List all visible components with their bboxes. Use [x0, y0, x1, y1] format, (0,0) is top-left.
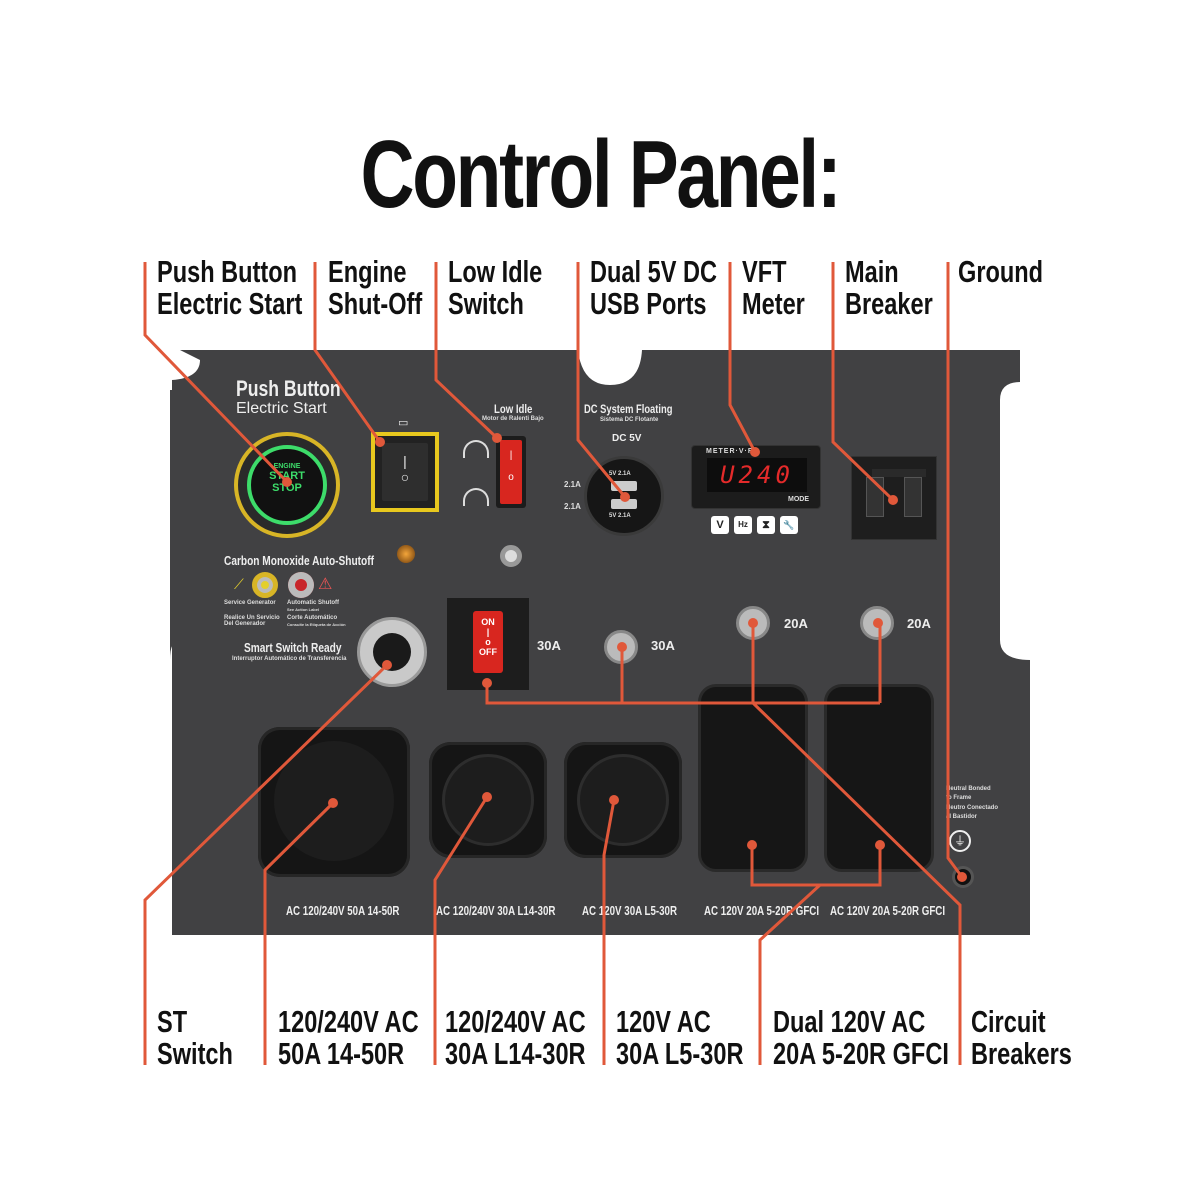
hertz-icon: Hz: [734, 516, 752, 534]
rocker-on-label: ON: [481, 617, 495, 627]
dc-outlet[interactable]: [500, 545, 522, 567]
usb-label-1: 2.1A: [564, 480, 581, 489]
dc-title: DC System Floating: [584, 402, 673, 416]
smart-switch-label: Smart Switch Ready: [244, 640, 342, 655]
callout-line-gfci: [758, 883, 822, 1065]
usb-port-text-2: 5V 2.1A: [609, 513, 631, 519]
callout-line-engine-shutoff: [313, 262, 382, 443]
voltage-icon: V: [711, 516, 729, 534]
callout-ground: Ground: [958, 254, 1044, 289]
meter-display: U240: [707, 458, 807, 492]
smart-switch-label-es: Interruptor Automático de Transferencia: [232, 656, 347, 662]
callout-line-st-switch: [143, 663, 389, 1065]
usb-port-2[interactable]: [611, 499, 637, 509]
gauge-slow-icon: [463, 488, 489, 506]
start-label-stop: STOP: [272, 482, 302, 494]
co-shutoff-light: [288, 572, 314, 598]
meter-label: METER·V·F: [706, 448, 754, 455]
push-button-title: Push Button: [236, 376, 341, 401]
main-breaker[interactable]: [851, 456, 937, 540]
callout-line-l14: [433, 796, 489, 1065]
start-label-engine: ENGINE: [273, 463, 301, 470]
usb-port-1[interactable]: [611, 481, 637, 491]
low-idle-label-es: Motor de Ralenti Bajo: [482, 416, 544, 422]
ground-text-3: Neutro Conectado: [946, 805, 999, 811]
co-auto-sub-es: Consulte la Etiqueta de Acción: [287, 622, 346, 627]
co-service-light: [252, 572, 278, 598]
co-service-label-es: Realice Un Servicio Del Generador: [224, 615, 280, 627]
callout-line-gfci-bar: [750, 845, 882, 887]
callout-line-main-breaker: [831, 262, 895, 502]
outlet-label-l5-30r: AC 120V 30A L5-30R: [582, 903, 678, 918]
breaker-30a-label-1: 30A: [537, 638, 561, 653]
callout-line-50a: [263, 801, 335, 1065]
callout-line-low-idle: [434, 262, 499, 440]
callout-line-breaker-bus: [485, 683, 880, 705]
wrench-icon: ⟋: [234, 576, 244, 592]
st-switch-connector[interactable]: [357, 617, 427, 687]
callout-line-push-button: [143, 262, 289, 484]
callout-line-meter: [728, 262, 757, 453]
usb-port-text-1: 5V 2.1A: [609, 471, 631, 477]
outlet-l5-30r[interactable]: [564, 742, 682, 858]
callout-line-usb: [576, 262, 627, 498]
breaker-30a-label-2: 30A: [651, 638, 675, 653]
push-button-subtitle: Electric Start: [236, 400, 327, 417]
co-auto-label: Automatic Shutoff: [287, 600, 339, 606]
co-title: Carbon Monoxide Auto-Shutoff: [224, 553, 375, 568]
co-auto-label-es: Corte Automático: [287, 615, 338, 621]
gauge-fast-icon: [463, 440, 489, 458]
rocker-off-label: OFF: [479, 647, 497, 657]
outlet-label-l14-30r: AC 120/240V 30A L14-30R: [436, 903, 556, 918]
dc-title-es: Sistema DC Flotante: [600, 417, 659, 423]
usb-label-2: 2.1A: [564, 502, 581, 511]
page-title: Control Panel:: [360, 121, 842, 228]
co-service-label: Service Generator: [224, 600, 276, 606]
hourglass-icon: ⧗: [757, 516, 775, 534]
ground-symbol-icon: ⏚: [949, 830, 971, 852]
engine-shutoff-switch[interactable]: |○: [371, 432, 439, 512]
ground-text-2: to Frame: [946, 795, 972, 801]
ground-text-4: al Bastidor: [946, 814, 978, 820]
low-idle-switch[interactable]: |o: [496, 436, 526, 508]
co-auto-sub: See Action Label: [287, 607, 320, 612]
wrench-icon: 🔧: [780, 516, 798, 534]
co-indicator-light: [397, 545, 415, 563]
outlet-label-gfci-2: AC 120V 20A 5-20R GFCI: [830, 903, 946, 918]
usb-ports[interactable]: 5V 2.1A 5V 2.1A: [584, 456, 664, 536]
vft-meter: METER·V·F U240 MODE: [691, 445, 821, 509]
callout-line-l5: [602, 799, 616, 1065]
breaker-20a-label-1: 20A: [784, 616, 808, 631]
battery-icon: ▭: [398, 417, 409, 429]
ground-text-1: Neutral Bonded: [946, 786, 991, 792]
meter-mode-button[interactable]: MODE: [788, 496, 809, 503]
low-idle-label: Low Idle: [494, 402, 533, 416]
callout-line-ground: [946, 262, 964, 878]
outlet-label-14-50r: AC 120/240V 50A 14-50R: [286, 903, 400, 918]
breaker-20a-label-2: 20A: [907, 616, 931, 631]
warning-icon: ⚠: [318, 576, 333, 593]
callout-line-breakers: [751, 701, 962, 1065]
dc-5v-label: DC 5V: [612, 433, 642, 444]
